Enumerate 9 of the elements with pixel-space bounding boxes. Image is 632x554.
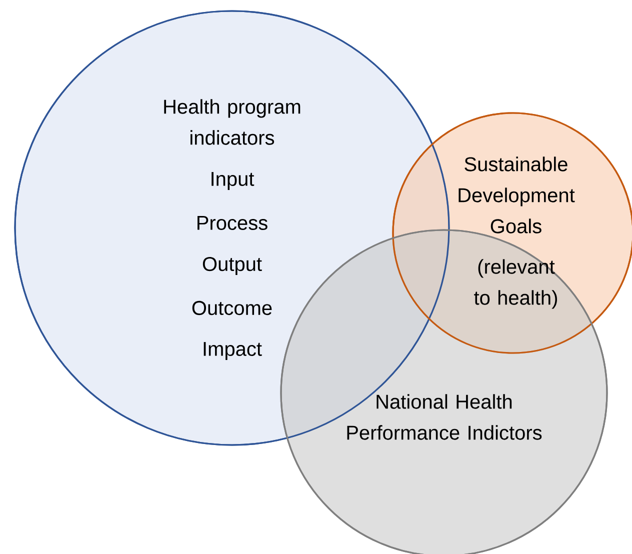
circle-label: (relevant to health) [474,259,557,309]
circle-label: Outcome [192,300,272,316]
circle-label: Impact [204,342,262,360]
circle-label: National Health Performance Indictors [347,394,542,440]
circle-label: Output [202,256,262,276]
circle-label: Sustainable Development Goals [458,156,575,234]
circle-label: Input [212,172,254,190]
circle-label: Health program indicators [164,99,300,145]
circle-label: Process [198,216,268,230]
